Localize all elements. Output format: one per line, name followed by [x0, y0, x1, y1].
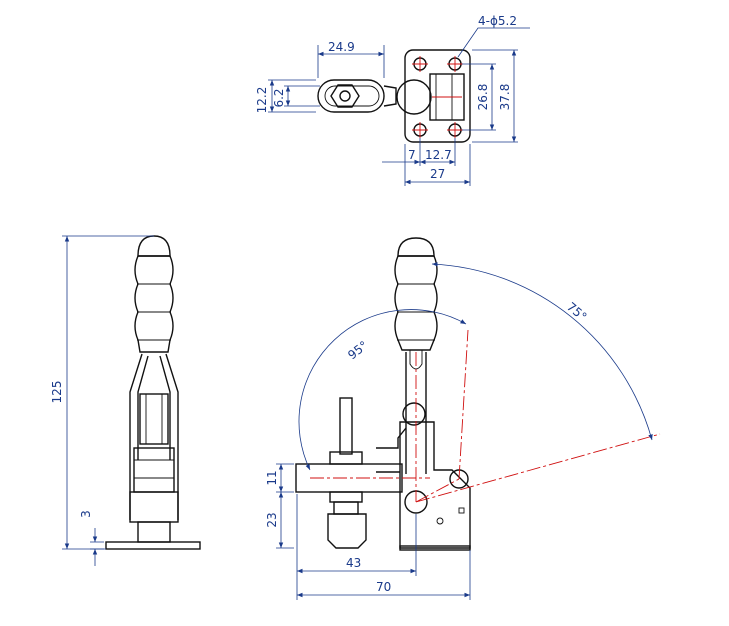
front-body: [399, 421, 471, 549]
side-nut-block: [133, 447, 175, 493]
dim-slot-length: 24.9: [328, 40, 355, 54]
top-handle-body: [429, 73, 465, 121]
dim-holes-label: 4-ϕ5.2: [478, 14, 517, 28]
top-pivot-body: [396, 79, 432, 115]
dim-base-thickness: 3: [79, 510, 93, 518]
dim-offset-a: 7: [408, 148, 416, 162]
top-spindle: [339, 90, 351, 102]
side-view: 125 3: [50, 235, 201, 566]
dim-reach: 43: [346, 556, 361, 570]
dim-total-height: 125: [50, 381, 64, 404]
dim-hole-spacing-v: 26.8: [476, 84, 490, 111]
dim-slot-inner: 6.2: [272, 88, 286, 107]
dim-spindle-height: 23: [265, 512, 279, 527]
dim-arm-height: 11: [265, 470, 279, 485]
front-spindle-pad: [327, 513, 367, 549]
side-handle-fork: [129, 353, 179, 520]
side-handle-knob: [137, 235, 171, 257]
front-handle-knob: [397, 237, 435, 257]
top-base-plate: [404, 49, 471, 143]
top-slotted-arm: [317, 79, 385, 113]
top-hex-nut: [330, 84, 360, 108]
dim-total-length: 70: [376, 580, 391, 594]
dim-slot-outer: 12.2: [255, 87, 269, 114]
angle-open: 95°: [345, 338, 370, 362]
dim-base-width: 27: [430, 167, 445, 181]
mounting-holes: [412, 56, 463, 138]
dim-base-height: 37.8: [498, 84, 512, 111]
front-pivot-upper: [449, 469, 469, 489]
top-view: 24.9 12.2 6.2 26.8 37.8 7 12.7 27 4-ϕ5.2: [255, 14, 530, 186]
front-handle-grip: [394, 255, 438, 351]
dim-hole-spacing-h: 12.7: [425, 148, 452, 162]
side-handle-grip: [134, 255, 174, 353]
front-view: 95° 75° 11 23 43 70: [265, 237, 661, 600]
side-base-plate: [105, 541, 201, 550]
angle-handle: 75°: [564, 300, 589, 324]
side-body: [139, 393, 169, 445]
front-spindle: [339, 397, 353, 455]
